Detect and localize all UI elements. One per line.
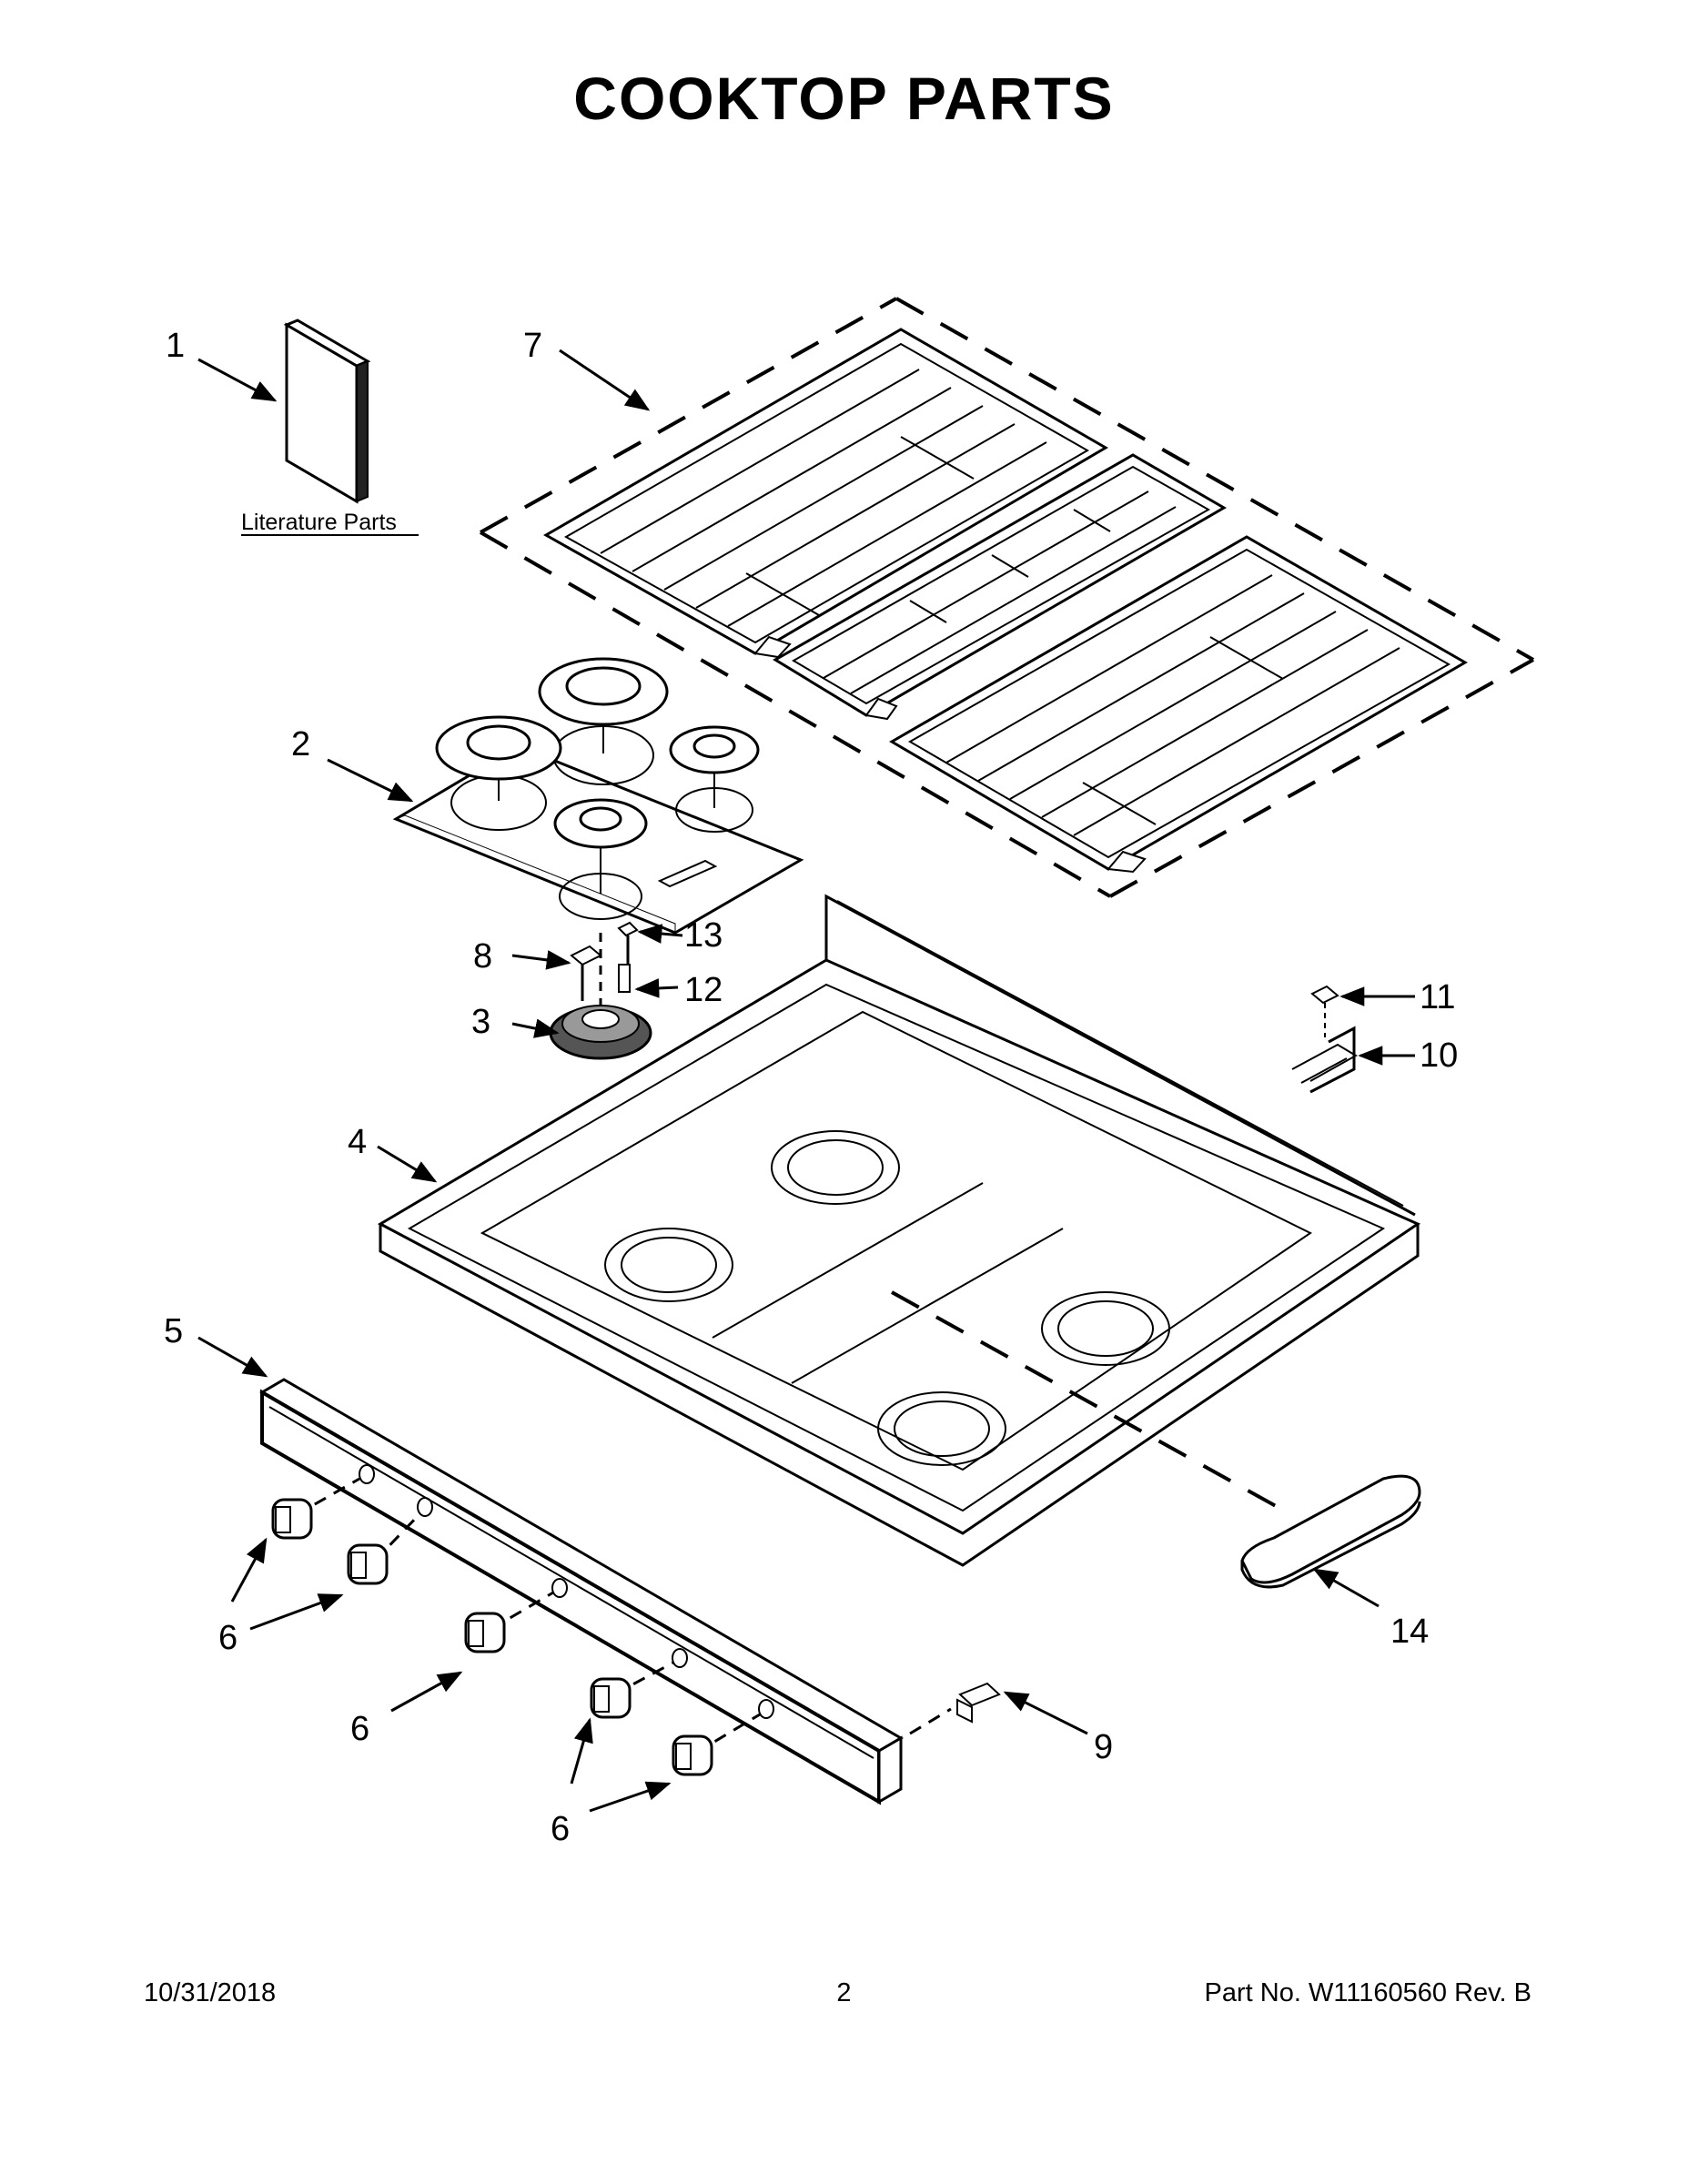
callout-6c: 6 bbox=[551, 1810, 570, 1848]
footer-date: 10/31/2018 bbox=[144, 1978, 277, 2007]
grate-left bbox=[542, 328, 1108, 659]
mounting-bracket bbox=[1291, 985, 1358, 1094]
callout-10: 10 bbox=[1420, 1036, 1458, 1075]
callout-2: 2 bbox=[291, 725, 310, 763]
footer-page-number: 2 bbox=[836, 1978, 852, 2007]
callout-7: 7 bbox=[523, 327, 542, 365]
callout-8: 8 bbox=[473, 937, 492, 976]
callout-12: 12 bbox=[684, 971, 723, 1009]
callout-5: 5 bbox=[164, 1312, 183, 1350]
panel-screw bbox=[909, 1682, 1001, 1735]
callout-4: 4 bbox=[348, 1123, 367, 1161]
page-title: COOKTOP PARTS bbox=[573, 65, 1115, 132]
callout-6a: 6 bbox=[218, 1619, 238, 1657]
burner-caps bbox=[435, 657, 760, 894]
callout-6b: 6 bbox=[350, 1710, 369, 1748]
cooktop-main-panel bbox=[377, 894, 1421, 1567]
control-knobs bbox=[271, 1477, 761, 1776]
callout-1: 1 bbox=[166, 327, 185, 365]
callout-13: 13 bbox=[684, 916, 723, 955]
literature-booklet bbox=[283, 318, 371, 504]
grate-center bbox=[773, 453, 1227, 721]
footer-part-number: Part No. W11160560 Rev. B bbox=[1204, 1978, 1531, 2007]
callout-14: 14 bbox=[1390, 1613, 1429, 1651]
callout-leaders bbox=[197, 349, 1415, 1813]
trim-piece bbox=[1240, 1474, 1421, 1589]
callout-9: 9 bbox=[1094, 1728, 1113, 1766]
grate-dashed-boundary bbox=[479, 297, 1534, 898]
literature-parts-label: Literature Parts bbox=[241, 510, 397, 535]
callout-3: 3 bbox=[471, 1003, 490, 1041]
burner-base-assembly bbox=[549, 921, 652, 1060]
control-panel-strip bbox=[259, 1378, 904, 1805]
callout-11: 11 bbox=[1420, 978, 1455, 1016]
grate-right bbox=[889, 535, 1469, 874]
